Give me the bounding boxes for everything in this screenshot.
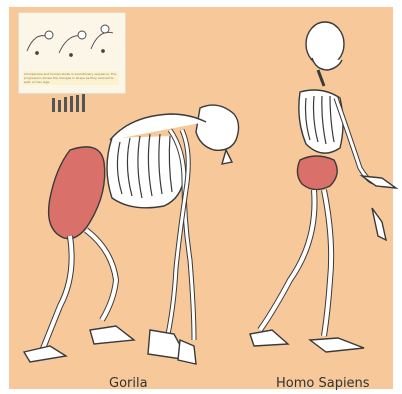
- evolution-silhouettes-icon: [52, 94, 85, 112]
- gorila-label: Gorila: [109, 376, 148, 391]
- homo-sapiens-label: Homo Sapiens: [276, 376, 370, 391]
- gorilla-skeleton-illustration: [24, 105, 239, 364]
- human-skeleton-illustration: [250, 22, 396, 352]
